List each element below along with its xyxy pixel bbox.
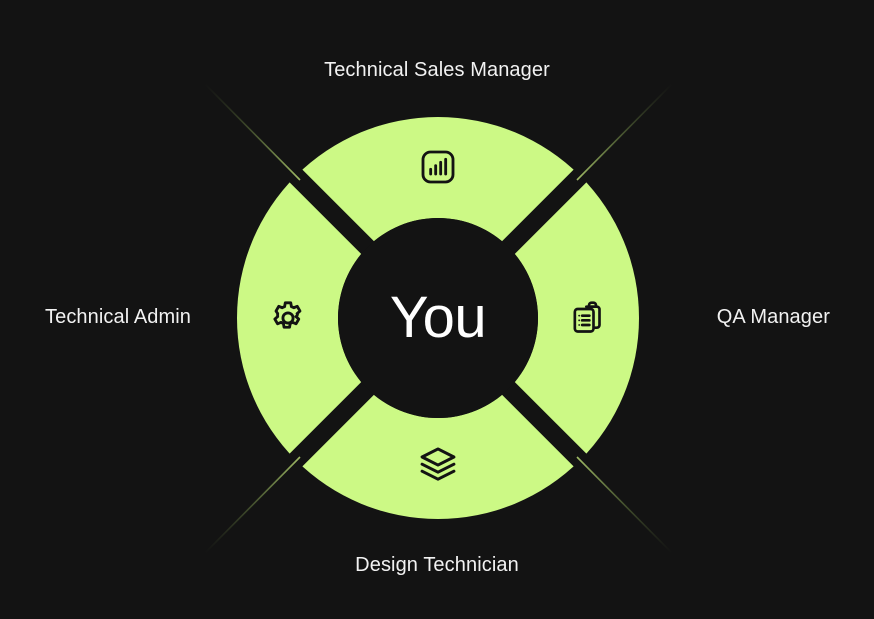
quadrant-label-bottom: Design Technician [355, 554, 519, 576]
quadrant-label-top: Technical Sales Manager [324, 59, 550, 81]
quadrant-label-left: Technical Admin [45, 306, 192, 328]
bar-chart-icon[interactable] [416, 145, 460, 189]
center-circle [338, 218, 538, 418]
clipboard-list-icon[interactable] [566, 296, 610, 340]
center-label: You [389, 285, 487, 350]
layers-icon[interactable] [416, 442, 460, 486]
gear-icon[interactable] [266, 296, 310, 340]
quadrant-label-right: QA Manager [716, 306, 830, 328]
